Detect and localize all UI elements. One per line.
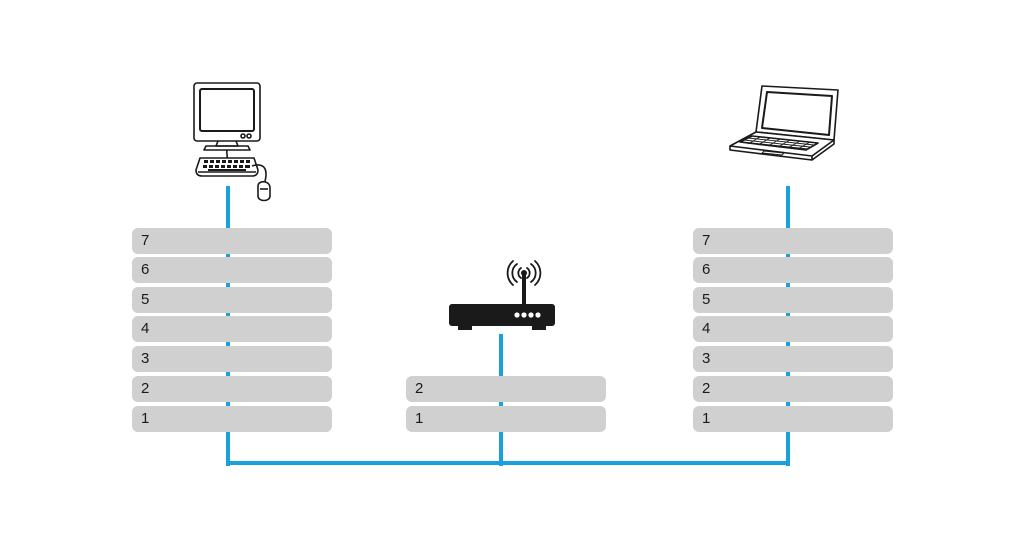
desktop-layer-7: 7 [132,228,332,254]
desktop-layer-6: 6 [132,257,332,283]
laptop-layer-4: 4 [693,316,893,342]
laptop-layer-5: 5 [693,287,893,313]
router-layer-2: 2 [406,376,606,402]
desktop-computer-icon [193,82,271,202]
laptop-icon [729,85,839,161]
desktop-layer-3: 3 [132,346,332,372]
laptop-layer-6: 6 [693,257,893,283]
bus-link-line [226,461,790,465]
laptop-layer-1: 1 [693,406,893,432]
wireless-router-icon [449,260,555,330]
desktop-layer-5: 5 [132,287,332,313]
laptop-layer-2: 2 [693,376,893,402]
laptop-layer-7: 7 [693,228,893,254]
router-layer-1: 1 [406,406,606,432]
desktop-layer-4: 4 [132,316,332,342]
laptop-layer-3: 3 [693,346,893,372]
desktop-layer-1: 1 [132,406,332,432]
desktop-layer-2: 2 [132,376,332,402]
